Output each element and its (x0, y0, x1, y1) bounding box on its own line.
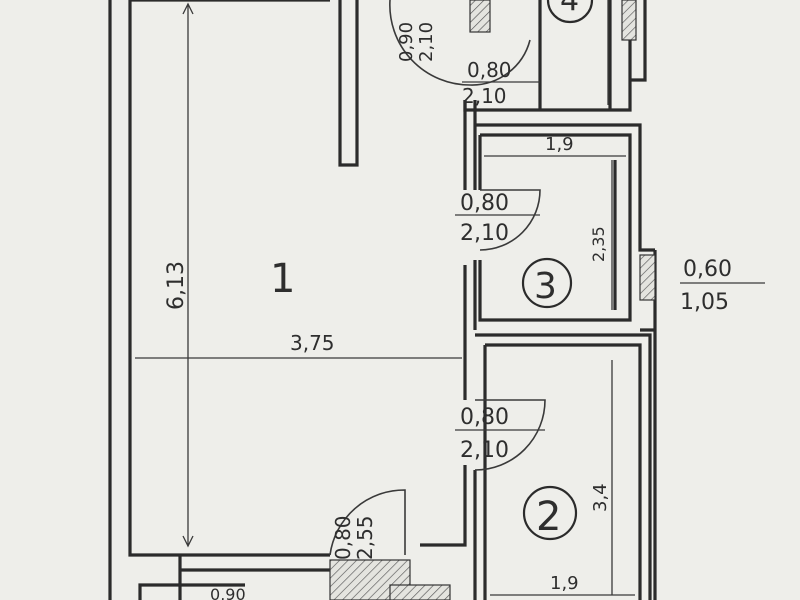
label-door3-h: 2,10 (460, 221, 509, 246)
label-entry-w: 0,80 (331, 515, 355, 560)
hatch-window (639, 254, 656, 301)
label-room3-height: 2,35 (589, 226, 608, 262)
label-room2-width: 1,9 (550, 573, 579, 594)
label-room2-height: 3,4 (590, 483, 611, 512)
dimension-lines (135, 0, 765, 596)
wall-bottom-strip (178, 555, 330, 600)
wall-room4-right (630, 0, 647, 82)
door-swings (329, 0, 546, 556)
hatch-entry (389, 584, 451, 600)
door-swing-entry (329, 489, 406, 556)
wall-room3 (475, 123, 655, 322)
door-swing-room2 (474, 399, 546, 471)
dim-arrow-bottom (182, 535, 194, 548)
label-window-w: 0,60 (683, 257, 732, 282)
hatch-top-door-frame (469, 0, 491, 33)
room-label-4: 4 (560, 0, 579, 18)
wall-window-right (640, 250, 657, 600)
walls (108, 0, 657, 600)
label-door3-w: 0,80 (460, 191, 509, 216)
label-bottom-partial: 0,90 (210, 585, 246, 600)
door-swing-room3 (479, 189, 541, 251)
label-door4-h: 2,10 (462, 84, 507, 108)
hatch-room4-right (621, 0, 637, 41)
room-label-1: 1 (270, 256, 295, 302)
labels: 1 3 2 4 6,13 3,75 1,9 2,35 3,4 1,9 0,90 … (164, 0, 732, 600)
room-label-2: 2 (536, 494, 561, 540)
label-door2-h: 2,10 (460, 438, 509, 463)
label-window-h: 1,05 (680, 290, 729, 315)
room-circle-4 (546, 0, 594, 24)
wall-left-inner (128, 0, 180, 557)
room-circle-3 (521, 257, 573, 309)
wall-room1-stub (338, 0, 359, 167)
label-room3-width: 1,9 (545, 134, 574, 155)
wall-room1-right-low (420, 465, 467, 547)
label-room1-height: 6,13 (164, 261, 189, 310)
label-door4-w: 0,80 (467, 58, 512, 82)
label-door2-w: 0,80 (460, 405, 509, 430)
hatched-walls (329, 0, 656, 600)
room-circle-2 (522, 485, 578, 541)
dim-arrow-top (182, 2, 194, 15)
label-entry-h: 2,55 (353, 515, 377, 560)
wall-bottom-room (138, 583, 245, 600)
label-top-door-w: 0,90 (396, 22, 417, 62)
label-room1-width: 3,75 (290, 331, 335, 355)
door-swing-room4 (469, 39, 531, 86)
wall-room2 (475, 333, 652, 600)
label-top-door-h: 2,10 (416, 22, 437, 62)
room-label-3: 3 (534, 266, 557, 307)
door-swing-top (389, 0, 471, 86)
